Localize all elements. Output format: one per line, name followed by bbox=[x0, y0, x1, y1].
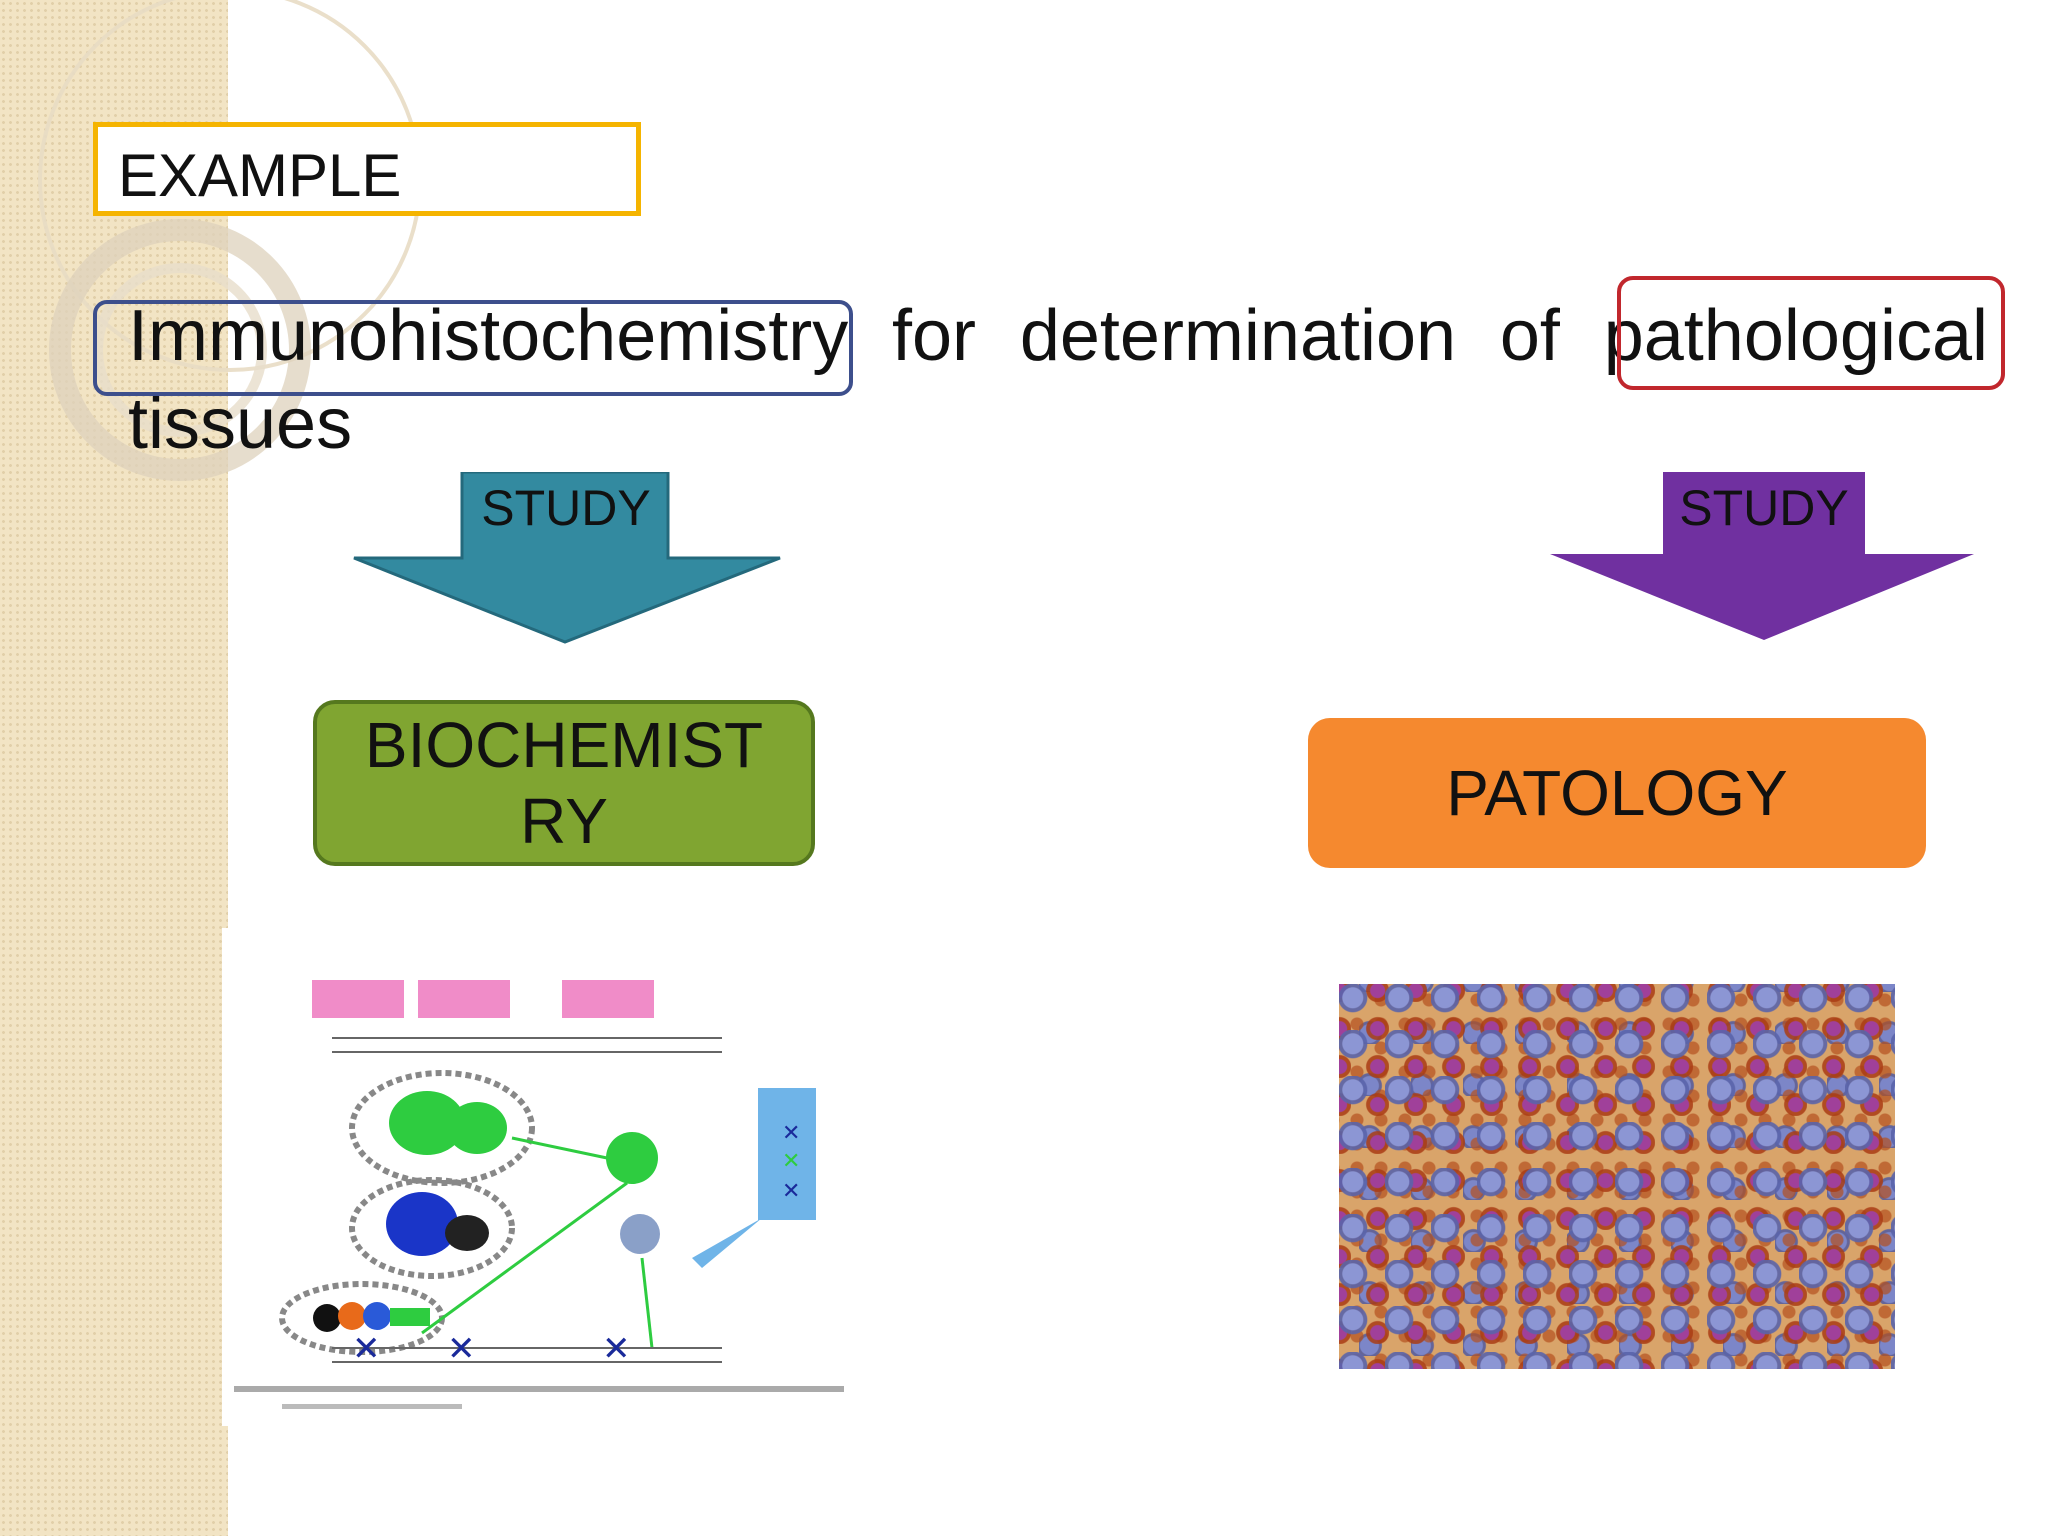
biochemistry-pathway-image: ✕ ✕ ✕ ✕ ✕ ✕ bbox=[222, 928, 858, 1426]
study-arrow-left: STUDY bbox=[352, 472, 782, 644]
svg-text:✕: ✕ bbox=[602, 1330, 631, 1368]
svg-text:✕: ✕ bbox=[352, 1330, 381, 1368]
down-arrow-icon bbox=[353, 472, 781, 644]
svg-text:✕: ✕ bbox=[447, 1330, 476, 1368]
decorative-side-strip bbox=[0, 0, 228, 1536]
title-box: EXAMPLE bbox=[93, 122, 641, 216]
pathology-label: PATOLOGY bbox=[1446, 757, 1788, 829]
study-arrow-right: STUDY bbox=[1550, 472, 1974, 644]
pathology-box: PATOLOGY bbox=[1308, 718, 1926, 868]
pathology-tissue-image bbox=[1339, 984, 1895, 1369]
highlight-pathological bbox=[1617, 276, 2005, 390]
biochemistry-label: BIOCHEMISTRY bbox=[364, 709, 764, 857]
svg-text:✕: ✕ bbox=[782, 1120, 800, 1145]
headline-text: Immunohistochemistry for determination o… bbox=[128, 296, 1988, 464]
biochemistry-box: BIOCHEMISTRY bbox=[313, 700, 815, 866]
svg-text:✕: ✕ bbox=[782, 1148, 800, 1173]
slide-title: EXAMPLE bbox=[118, 142, 402, 209]
down-arrow-icon bbox=[1550, 472, 1974, 640]
study-label-left: STUDY bbox=[481, 480, 651, 536]
highlight-immunohistochemistry bbox=[93, 300, 853, 396]
study-label-right: STUDY bbox=[1679, 480, 1849, 536]
svg-text:✕: ✕ bbox=[782, 1178, 800, 1203]
